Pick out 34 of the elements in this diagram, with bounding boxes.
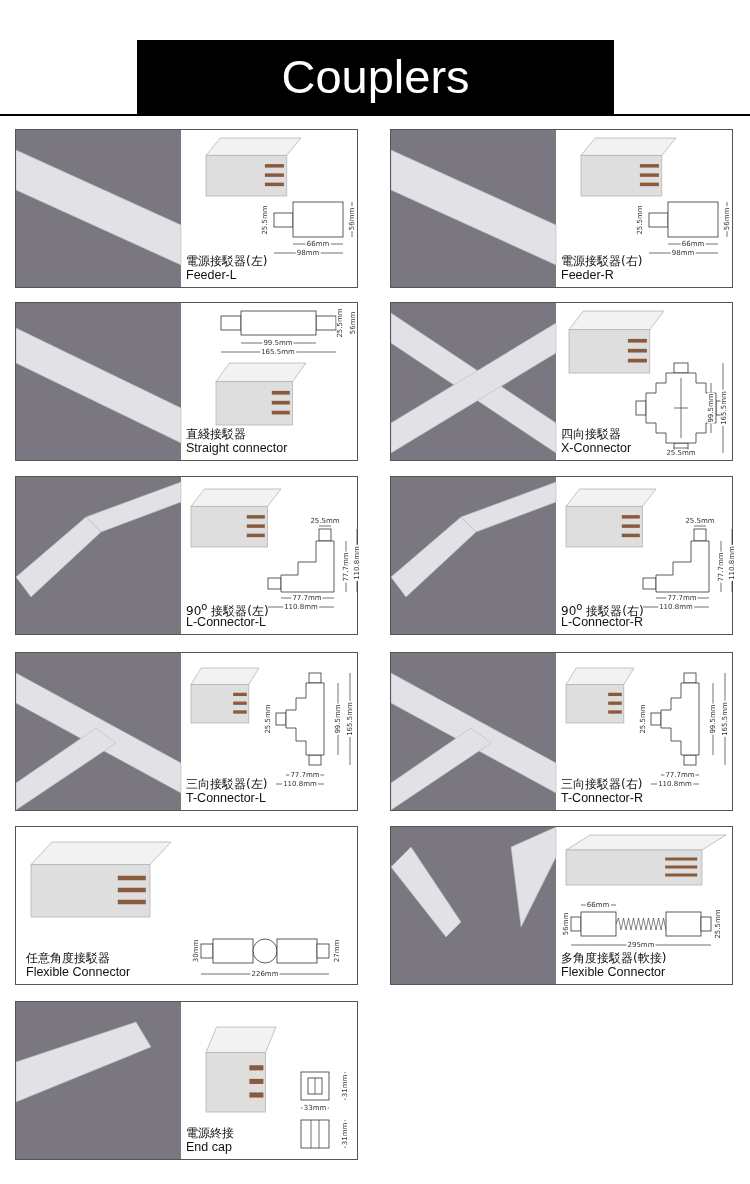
product-subtitle: L-Connector-R bbox=[561, 616, 643, 629]
product-card bbox=[15, 302, 358, 461]
product-subtitle: Feeder-R bbox=[561, 269, 614, 282]
product-name: 四向接駁器 bbox=[561, 428, 621, 440]
product-name: 90$^{o}$ 接駁器(右) bbox=[561, 602, 644, 617]
product-name: 電源接駁器(左) bbox=[186, 255, 268, 267]
product-subtitle: Straight connector bbox=[186, 442, 288, 455]
product-subtitle: Feeder-L bbox=[186, 269, 237, 282]
product-subtitle: T-Connector-R bbox=[561, 792, 643, 805]
title-banner: Couplers bbox=[137, 40, 614, 114]
product-name: 直綫接駁器 bbox=[186, 428, 246, 440]
product-card bbox=[15, 476, 358, 635]
product-card bbox=[15, 129, 358, 288]
product-subtitle: Flexible Connector bbox=[26, 966, 131, 979]
product-subtitle: End cap bbox=[186, 1141, 232, 1154]
product-card bbox=[390, 652, 733, 811]
product-name: 多角度接駁器(軟接) bbox=[561, 952, 667, 964]
product-card bbox=[390, 129, 733, 288]
product-name: 90$^{o}$ 接駁器(左) bbox=[186, 602, 269, 617]
product-name: 三向接駁器(右) bbox=[561, 778, 643, 790]
product-subtitle: Flexible Connector bbox=[561, 966, 666, 979]
product-card bbox=[390, 302, 733, 461]
product-name: 電源終接 bbox=[186, 1127, 234, 1139]
product-name: 電源接駁器(右) bbox=[561, 255, 643, 267]
product-card bbox=[390, 476, 733, 635]
product-card bbox=[15, 826, 358, 985]
product-subtitle: T-Connector-L bbox=[186, 792, 266, 805]
product-card bbox=[15, 652, 358, 811]
product-card bbox=[15, 1001, 358, 1160]
product-card bbox=[390, 826, 733, 985]
product-subtitle: X-Connector bbox=[561, 442, 632, 455]
product-name: 任意角度接駁器 bbox=[26, 952, 110, 964]
product-name: 三向接駁器(左) bbox=[186, 778, 268, 790]
product-subtitle: L-Connector-L bbox=[186, 616, 266, 629]
